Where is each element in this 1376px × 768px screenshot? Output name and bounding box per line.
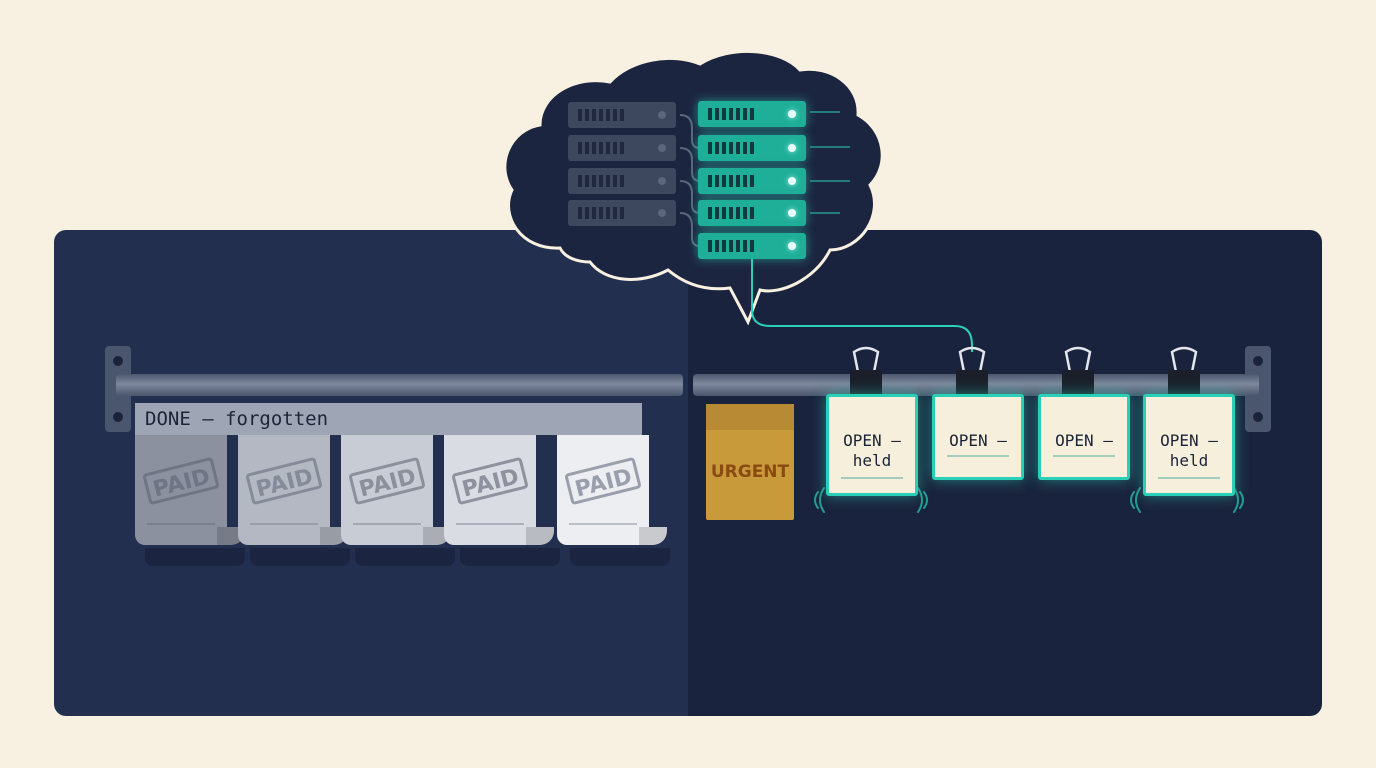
server-link-1 <box>679 114 701 149</box>
receipt-shadow <box>460 548 560 566</box>
server-connection-line <box>751 258 973 352</box>
paid-receipt: PAID <box>557 435 667 545</box>
server-rack-idle-3 <box>568 168 676 194</box>
receipt-shadow <box>250 548 350 566</box>
binder-clip-icon <box>956 346 988 398</box>
server-rack-active-3 <box>698 168 806 194</box>
server-rack-active-4 <box>698 200 806 226</box>
open-ticket-line1: OPEN — <box>949 431 1007 450</box>
open-ticket: OPEN — held <box>1143 394 1235 496</box>
receipt-rule <box>456 523 524 525</box>
server-rack-active-2 <box>698 135 806 161</box>
ticket-rule <box>841 477 903 479</box>
open-ticket-line1: OPEN — <box>843 431 901 450</box>
receipt-curl <box>526 527 554 545</box>
open-ticket-line1: OPEN — <box>1055 431 1113 450</box>
server-link-2 <box>679 147 701 182</box>
receipt-shadow <box>145 548 245 566</box>
open-ticket: OPEN — <box>1038 394 1130 480</box>
ticket-rule <box>947 455 1009 457</box>
binder-clip-icon <box>850 346 882 398</box>
binder-clip-icon <box>1168 346 1200 398</box>
ticket-rule <box>1053 455 1115 457</box>
receipt-rule <box>147 523 215 525</box>
ticket-rule <box>1158 477 1220 479</box>
open-ticket-line2: held <box>852 451 892 470</box>
paid-receipt: PAID <box>341 435 451 545</box>
urgent-ticket: URGENT <box>706 404 794 520</box>
paid-receipt: PAID <box>444 435 554 545</box>
server-glow-lines <box>810 111 850 214</box>
binder-clip-icon <box>1062 346 1094 398</box>
open-ticket: OPEN — held <box>826 394 918 496</box>
done-forgotten-label: DONE — forgotten <box>135 403 642 435</box>
open-ticket-line1: OPEN — <box>1160 431 1218 450</box>
server-rack-active-1 <box>698 101 806 127</box>
urgent-ticket-tab <box>706 404 794 430</box>
server-rack-idle-2 <box>568 135 676 161</box>
receipt-curl <box>639 527 667 545</box>
server-rack-active-5 <box>698 233 806 259</box>
server-rack-idle-1 <box>568 102 676 128</box>
receipt-rule <box>250 523 318 525</box>
open-ticket: OPEN — <box>932 394 1024 480</box>
server-rack-idle-4 <box>568 200 676 226</box>
receipt-rule <box>353 523 421 525</box>
receipt-rule <box>569 523 637 525</box>
receipt-shadow <box>355 548 455 566</box>
paid-receipt: PAID <box>238 435 348 545</box>
receipt-shadow <box>570 548 670 566</box>
open-ticket-line2: held <box>1169 451 1209 470</box>
server-link-4 <box>679 212 701 247</box>
urgent-label: URGENT <box>710 462 790 482</box>
server-link-3 <box>679 180 701 214</box>
ticket-rail-left <box>116 374 683 396</box>
